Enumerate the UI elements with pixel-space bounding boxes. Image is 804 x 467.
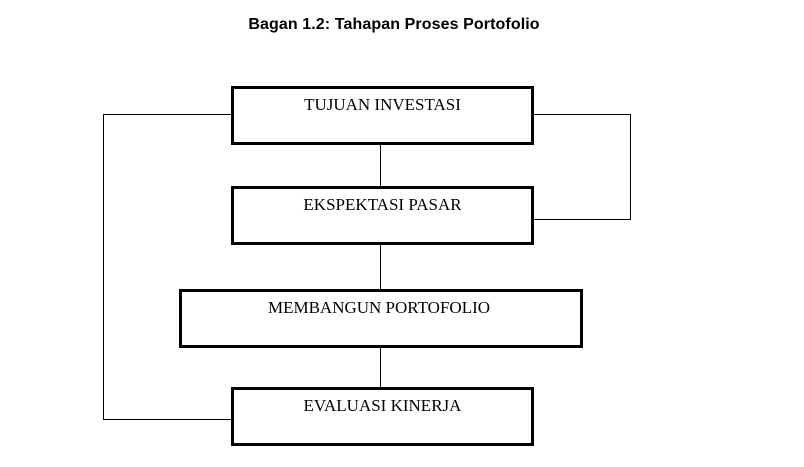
node-evaluasi-kinerja: EVALUASI KINERJA xyxy=(231,387,534,446)
node-ekspektasi-pasar: EKSPEKTASI PASAR xyxy=(231,186,534,245)
node-label: TUJUAN INVESTASI xyxy=(304,95,461,114)
node-label: MEMBANGUN PORTOFOLIO xyxy=(267,298,491,317)
node-tujuan-investasi: TUJUAN INVESTASI xyxy=(231,86,534,145)
node-label: EKSPEKTASI PASAR xyxy=(303,195,462,214)
node-label: EVALUASI KINERJA xyxy=(303,396,462,415)
edge-left-loop xyxy=(103,114,231,420)
edge-right-loop xyxy=(534,114,631,220)
diagram-title: Bagan 1.2: Tahapan Proses Portofolio xyxy=(248,16,540,33)
node-membangun-portofolio: MEMBANGUN PORTOFOLIO xyxy=(179,289,583,348)
